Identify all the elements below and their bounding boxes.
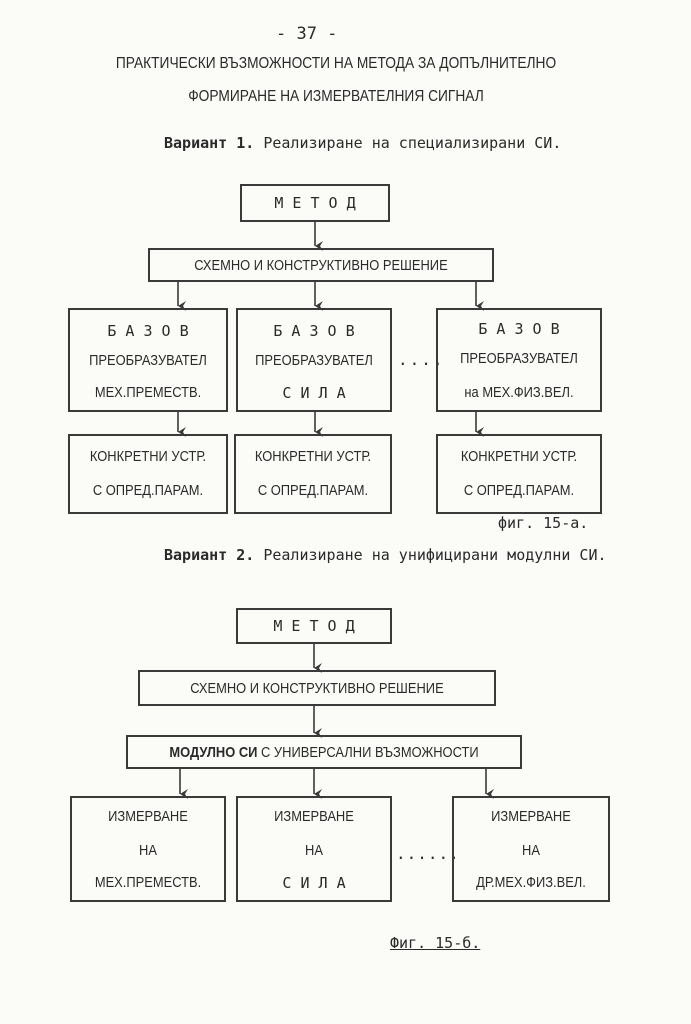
v1-base-converter-3: Б А З О В ПРЕОБРАЗУВАТЕЛ на МЕХ.ФИЗ.ВЕЛ.: [436, 308, 602, 412]
v1-device-3-line-1: КОНКРЕТНИ УСТР.: [460, 448, 578, 465]
page-number: - 37 -: [276, 24, 338, 44]
v1-method-label: М Е Т О Д: [274, 194, 356, 212]
v1-base-converter-1: Б А З О В ПРЕОБРАЗУВАТЕЛ МЕХ.ПРЕМЕСТВ.: [68, 308, 228, 412]
v1-device-1-line-1: КОНКРЕТНИ УСТР.: [89, 448, 207, 465]
v1-base-3-line-2: ПРЕОБРАЗУВАТЕЛ: [460, 350, 578, 367]
v1-device-3-line-2: С ОПРЕД.ПАРАМ.: [463, 482, 575, 499]
v1-device-1-line-2: С ОПРЕД.ПАРАМ.: [92, 482, 204, 499]
v2-solution-label: СХЕМНО И КОНСТРУКТИВНО РЕШЕНИЕ: [190, 680, 444, 697]
v2-measure-1-line-3: МЕХ.ПРЕМЕСТВ.: [94, 874, 202, 891]
page-heading-line-2: ФОРМИРАНЕ НА ИЗМЕРВАТЕЛНИЯ СИГНАЛ: [188, 88, 484, 105]
v2-module-label-bold: МОДУЛНО СИ: [169, 744, 258, 761]
v1-base-3-line-1: Б А З О В: [478, 320, 560, 338]
v2-module-box: МОДУЛНО СИ С УНИВЕРСАЛНИ ВЪЗМОЖНОСТИ: [126, 735, 522, 769]
variant-1-heading: Вариант 1. Реализиране на специализирани…: [164, 134, 561, 152]
v1-base-2-line-2: ПРЕОБРАЗУВАТЕЛ: [255, 352, 373, 369]
v1-base-3-line-3: на МЕХ.ФИЗ.ВЕЛ.: [464, 384, 574, 401]
variant-1-title: Реализиране на специализирани СИ.: [263, 134, 562, 152]
v2-module-label: МОДУЛНО СИ С УНИВЕРСАЛНИ ВЪЗМОЖНОСТИ: [155, 744, 492, 761]
v2-measure-box-1: ИЗМЕРВАНЕ НА МЕХ.ПРЕМЕСТВ.: [70, 796, 226, 902]
v2-measure-2-line-3: С И Л А: [282, 874, 346, 892]
v2-measure-2-line-2: НА: [305, 842, 323, 859]
v2-method-box: М Е Т О Д: [236, 608, 392, 644]
v2-figure-caption: Фиг. 15-б.: [390, 934, 481, 952]
v2-measure-1-line-2: НА: [139, 842, 157, 859]
v1-base-2-line-3: С И Л А: [282, 384, 346, 402]
v2-ellipsis: ......: [396, 844, 460, 863]
v1-method-box: М Е Т О Д: [240, 184, 390, 222]
v2-measure-3-line-3: ДР.МЕХ.ФИЗ.ВЕЛ.: [476, 874, 586, 891]
variant-2-title: Реализиране на унифицирани модулни СИ.: [263, 546, 607, 564]
v1-figure-caption: фиг. 15-а.: [498, 514, 589, 532]
v2-measure-2-line-1: ИЗМЕРВАНЕ: [274, 808, 354, 825]
v1-device-box-2: КОНКРЕТНИ УСТР. С ОПРЕД.ПАРАМ.: [234, 434, 392, 514]
v2-measure-1-line-1: ИЗМЕРВАНЕ: [108, 808, 188, 825]
v2-method-label: М Е Т О Д: [273, 617, 355, 635]
variant-1-label: Вариант 1.: [164, 134, 255, 152]
v1-device-box-3: КОНКРЕТНИ УСТР. С ОПРЕД.ПАРАМ.: [436, 434, 602, 514]
v1-base-1-line-3: МЕХ.ПРЕМЕСТВ.: [94, 384, 202, 401]
v2-module-label-rest: С УНИВЕРСАЛНИ ВЪЗМОЖНОСТИ: [261, 744, 479, 761]
v1-device-2-line-1: КОНКРЕТНИ УСТР.: [254, 448, 372, 465]
v2-measure-box-3: ИЗМЕРВАНЕ НА ДР.МЕХ.ФИЗ.ВЕЛ.: [452, 796, 610, 902]
v1-device-2-line-2: С ОПРЕД.ПАРАМ.: [257, 482, 369, 499]
v1-base-converter-2: Б А З О В ПРЕОБРАЗУВАТЕЛ С И Л А: [236, 308, 392, 412]
v1-solution-label: СХЕМНО И КОНСТРУКТИВНО РЕШЕНИЕ: [194, 257, 448, 274]
v2-measure-3-line-1: ИЗМЕРВАНЕ: [491, 808, 571, 825]
v1-base-1-line-1: Б А З О В: [107, 322, 189, 340]
v1-device-box-1: КОНКРЕТНИ УСТР. С ОПРЕД.ПАРАМ.: [68, 434, 228, 514]
page-heading-line-1: ПРАКТИЧЕСКИ ВЪЗМОЖНОСТИ НА МЕТОДА ЗА ДОП…: [115, 55, 557, 72]
v1-ellipsis: ....: [398, 350, 445, 369]
variant-2-heading: Вариант 2. Реализиране на унифицирани мо…: [164, 546, 607, 564]
variant-2-label: Вариант 2.: [164, 546, 255, 564]
v2-measure-3-line-2: НА: [522, 842, 540, 859]
v1-base-1-line-2: ПРЕОБРАЗУВАТЕЛ: [89, 352, 207, 369]
v1-base-2-line-1: Б А З О В: [273, 322, 355, 340]
